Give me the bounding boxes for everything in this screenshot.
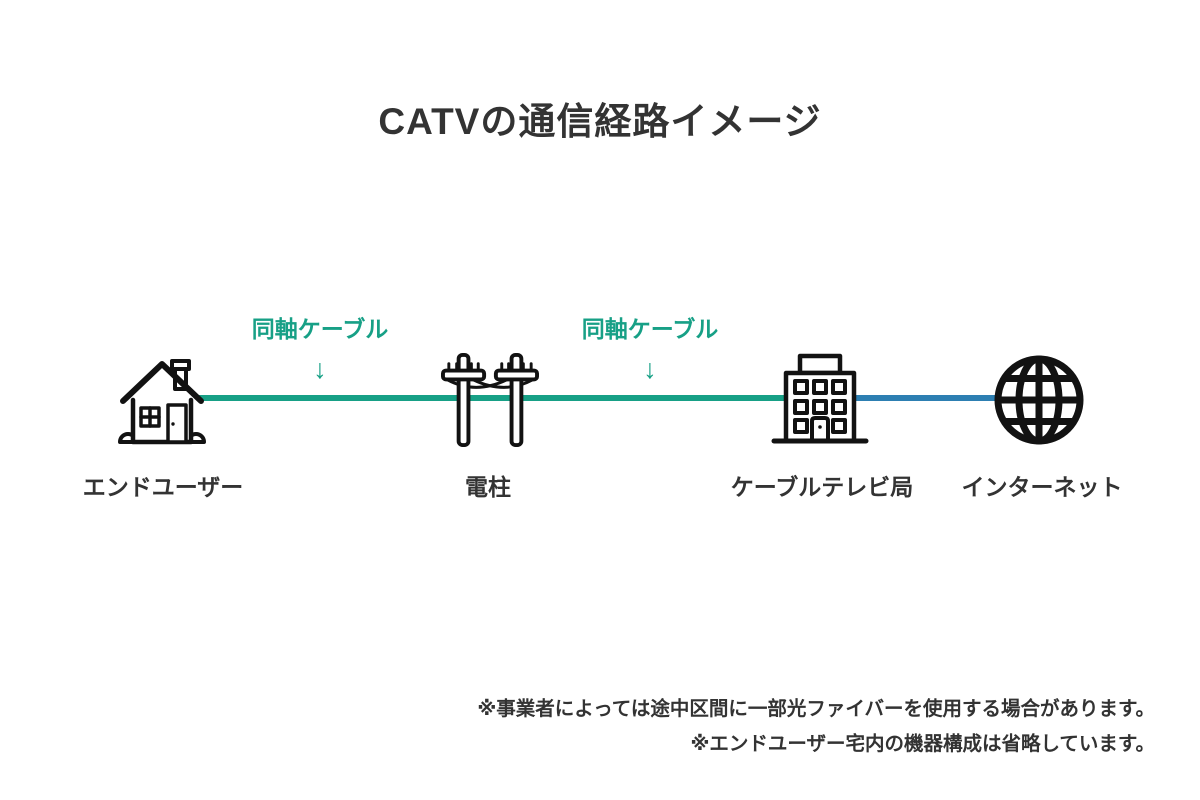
- node-label-utility-pole: 電柱: [465, 474, 511, 500]
- footnote-equipment: ※エンドユーザー宅内の機器構成は省略しています。: [690, 732, 1155, 755]
- coax-label-2: 同軸ケーブル: [581, 316, 719, 342]
- page-title: CATVの通信経路イメージ: [378, 100, 822, 142]
- footnotes: ※事業者によっては途中区間に一部光ファイバーを使用する場合があります。 ※エンド…: [477, 692, 1155, 761]
- node-end-user: [112, 348, 212, 452]
- node-internet: [988, 350, 1090, 450]
- globe-icon: [994, 355, 1084, 445]
- node-label-end-user: エンドユーザー: [82, 474, 244, 500]
- node-label-internet: インターネット: [961, 474, 1123, 500]
- node-utility-pole: [441, 346, 539, 452]
- building-icon: [771, 353, 869, 444]
- utility-pole-icon: [441, 352, 539, 448]
- node-label-catv-station: ケーブルテレビ局: [730, 474, 914, 500]
- internet-cable-line: [854, 395, 997, 401]
- coax-cable-line: [198, 395, 788, 401]
- house-icon: [118, 359, 206, 445]
- node-catv-station: [770, 344, 870, 452]
- footnote-fiber: ※事業者によっては途中区間に一部光ファイバーを使用する場合があります。: [477, 698, 1155, 720]
- down-arrow-icon: ↓: [643, 354, 657, 384]
- down-arrow-icon: ↓: [313, 354, 327, 384]
- coax-label-1: 同軸ケーブル: [251, 316, 389, 342]
- coax-callout-1: 同軸ケーブル ↓: [252, 310, 389, 383]
- coax-callout-2: 同軸ケーブル ↓: [582, 310, 719, 383]
